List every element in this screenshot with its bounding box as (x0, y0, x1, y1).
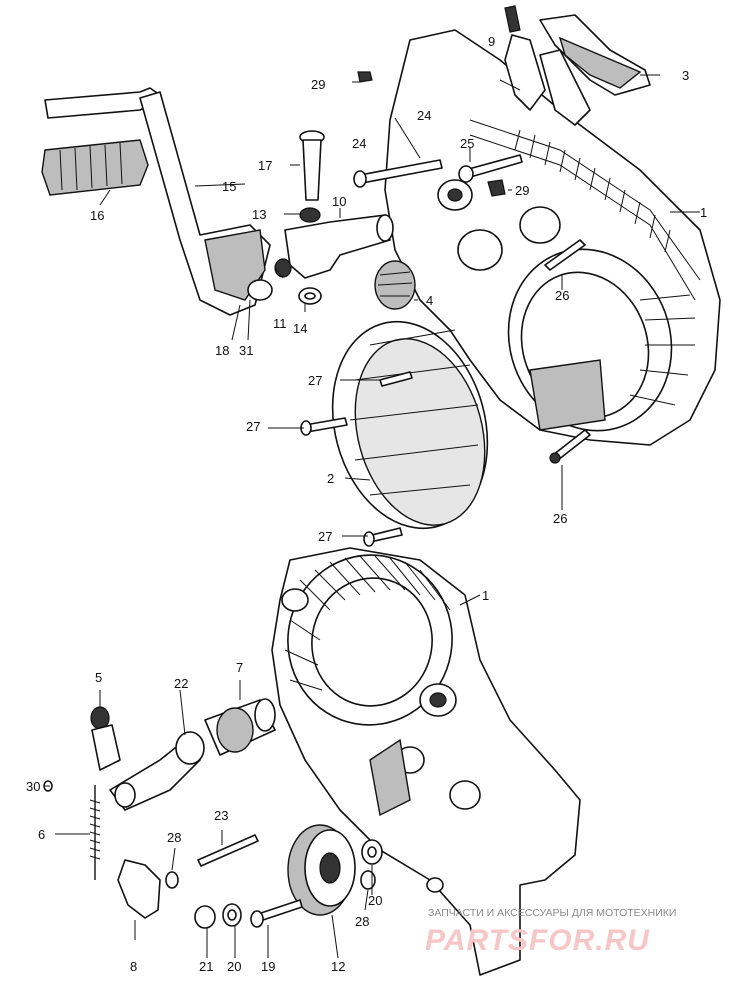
callout-13: 13 (252, 207, 266, 222)
shaft-part-22 (109, 731, 205, 811)
bolt-part-26-upper (544, 239, 586, 271)
callout-2: 2 (327, 471, 334, 486)
washer-part-20-right (361, 839, 383, 865)
screw-part-29-upper (357, 71, 373, 83)
bolt-part-25 (458, 154, 523, 183)
callout-24: 24 (417, 108, 431, 123)
kick-arm-part-10 (284, 214, 394, 279)
bolt-part-26-lower (549, 429, 591, 464)
bolt-part-23 (197, 834, 259, 867)
callout-15: 15 (222, 179, 236, 194)
callout-29-upper: 29 (311, 77, 325, 92)
callout-3: 3 (682, 68, 689, 83)
grip-rubber-part-16 (41, 139, 149, 196)
callout-21: 21 (199, 959, 213, 974)
callout-27-b: 27 (246, 419, 260, 434)
bolt-part-19 (250, 899, 303, 928)
callout-29-lower: 29 (515, 183, 529, 198)
callout-23: 23 (214, 808, 228, 823)
callout-4: 4 (426, 293, 433, 308)
callout-28-right: 28 (355, 914, 369, 929)
callout-26-upper: 26 (555, 288, 569, 303)
callout-1-lower: 1 (482, 588, 489, 603)
bolt-part-11 (274, 258, 292, 278)
cable-fitting-part-9 (504, 5, 546, 111)
watermark-brand: PARTSFOR.RU (425, 924, 650, 957)
callout-10: 10 (332, 194, 346, 209)
callout-27-c: 27 (318, 529, 332, 544)
crankcase-cover-lower (271, 547, 581, 976)
oil-seal-part-4 (374, 260, 416, 310)
watermark: ЗАПЧАСТИ И АКСЕССУАРЫ ДЛЯ МОТОТЕХНИКИ PA… (425, 907, 676, 957)
callout-20-right: 20 (368, 893, 382, 908)
callout-22: 22 (174, 676, 188, 691)
callout-25: 25 (460, 136, 474, 151)
stopper-part-5 (90, 706, 121, 771)
gear-part-7 (204, 698, 276, 756)
screws-part-27 (300, 371, 413, 547)
gear-part-12 (287, 824, 356, 916)
callout-16: 16 (90, 208, 104, 223)
washer-part-28-left (165, 871, 179, 889)
callout-7: 7 (236, 660, 243, 675)
callout-11: 11 (273, 316, 287, 331)
callout-17: 17 (258, 158, 272, 173)
callout-30: 30 (26, 779, 40, 794)
callout-9: 9 (488, 34, 495, 49)
callout-31: 31 (239, 343, 253, 358)
callout-8: 8 (130, 959, 137, 974)
kick-pin-part-17 (299, 130, 325, 201)
kick-lever-part-15 (44, 87, 273, 316)
nut-part-29-lower (487, 179, 506, 197)
washer-part-13 (299, 207, 321, 223)
clip-part-21 (194, 905, 216, 929)
spring-part-6 (89, 785, 101, 880)
callout-28-left: 28 (167, 830, 181, 845)
washer-part-28-right (360, 870, 376, 890)
washer-part-14 (298, 287, 322, 305)
callout-1-upper: 1 (700, 205, 707, 220)
callout-26-lower: 26 (553, 511, 567, 526)
leader-lines (45, 74, 700, 959)
callout-12: 12 (331, 959, 345, 974)
callout-18: 18 (215, 343, 229, 358)
watermark-caption: ЗАПЧАСТИ И АКСЕССУАРЫ ДЛЯ МОТОТЕХНИКИ (428, 907, 676, 919)
callout-27-a: 27 (308, 373, 322, 388)
callout-labels: 1 1 2 3 4 5 6 7 8 9 10 11 12 13 14 15 16… (26, 34, 707, 974)
callout-19: 19 (261, 959, 275, 974)
washer-part-20-left (222, 903, 242, 927)
plate-part-8 (117, 859, 161, 919)
callout-14: 14 (293, 321, 307, 336)
bolt-part-24 (353, 159, 443, 188)
callout-6: 6 (38, 827, 45, 842)
crankcase-cover-upper (384, 29, 721, 446)
callout-5: 5 (95, 670, 102, 685)
callout-24-left: 24 (352, 136, 366, 151)
generator-cover-part-2 (331, 320, 489, 530)
lever-part-3 (539, 14, 651, 126)
callout-20-left: 20 (227, 959, 241, 974)
